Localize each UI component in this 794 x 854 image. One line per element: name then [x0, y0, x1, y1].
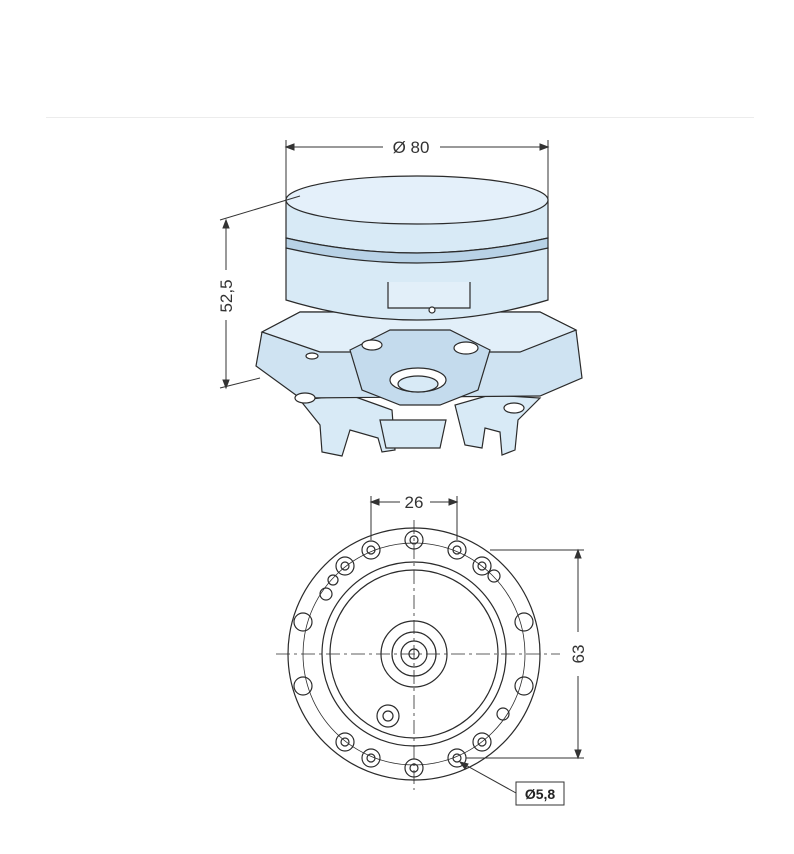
cylinder-groove [285, 237, 549, 264]
center-hub [380, 620, 448, 688]
dim-bolt-distance [466, 548, 584, 760]
dim-bolt-spacing [369, 496, 459, 540]
dim-bolt-distance-label: 63 [569, 645, 588, 664]
dim-bolt-spacing-label: 26 [405, 493, 424, 512]
hole-callout-label: Ø5,8 [525, 786, 556, 802]
inner-body [321, 561, 507, 747]
jaw-right [454, 394, 542, 456]
dim-height-label: 52,5 [217, 279, 236, 312]
dim-top-diameter-label: Ø 80 [393, 138, 430, 157]
front-notch [387, 282, 471, 309]
dim-top-diameter [284, 140, 550, 200]
jaw-front [379, 419, 447, 449]
section-divider [46, 117, 754, 118]
dim-height [219, 195, 301, 390]
outer-flange [287, 527, 541, 781]
hole-callout [458, 761, 565, 806]
top-view [276, 520, 560, 790]
cylinder-top [285, 175, 549, 225]
isometric-view [255, 175, 583, 457]
jaw-left [298, 394, 396, 457]
bolt-holes [293, 530, 534, 778]
